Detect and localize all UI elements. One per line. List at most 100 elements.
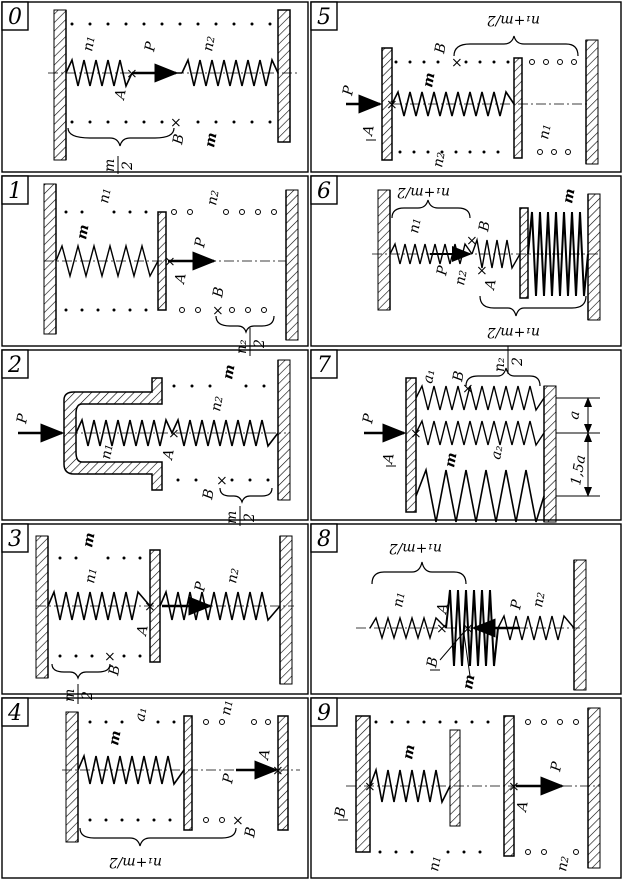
point-marker: × [168,426,180,442]
upper-open-dots [525,719,579,725]
point-marker: × [272,763,284,779]
label-n1: n1 [218,699,236,717]
brace [215,315,275,334]
label-m: m [442,451,460,468]
dimension-lines [556,397,600,497]
lower-dots [176,478,270,482]
left-wall [43,183,57,335]
label-m: m [420,71,438,88]
label-B: B [210,286,228,300]
point-marker: × [476,263,488,279]
spring [75,417,279,448]
panel-8: P × A × B m n1 n2 n₁+m/2 [356,540,587,691]
brace [371,561,467,585]
label-n1-plus-m2: n₁+m/2 [109,854,162,870]
label-A: A [172,272,190,287]
panel-number: 9 [317,701,331,726]
lower-dots [398,150,500,154]
panel-number: 5 [317,5,331,30]
label-A: A [256,748,274,763]
label-A: A [160,448,178,463]
label-P: P [14,412,32,426]
right-plate [513,57,523,159]
spring-m-heavy [415,467,545,523]
panel-number: 2 [7,353,22,378]
upper-open-dots [529,59,577,65]
label-B: B [450,370,468,384]
label-P: P [508,598,526,612]
label-n1: n1 [82,567,100,585]
brace-lower [479,295,587,317]
label-n1: n1 [98,443,116,461]
right-wall [585,39,599,165]
panel-9: P × A × B m n1 n2 [332,707,601,873]
label-P: P [434,264,452,278]
point-marker: × [451,55,463,71]
upper-dots [374,720,490,724]
label-B: B [424,656,442,670]
label-n1: n1 [390,591,408,609]
label-n2: n2 [200,35,218,53]
point-marker: × [232,813,244,829]
label-n1: n1 [406,217,424,235]
right-wall [277,359,291,501]
upper-dots [64,210,148,214]
label-P: P [548,760,566,774]
lower-open-dots [203,817,225,823]
spring-n2 [159,589,281,622]
right-wall [587,193,601,321]
right-wall [543,385,557,523]
panel-number: 4 [7,701,22,726]
fraction-m-over-2: m 2 [62,684,96,704]
label-P: P [192,236,210,250]
brace [79,827,237,847]
panel-numbers: 0 5 1 6 2 7 3 8 4 9 [7,5,331,726]
left-wall [35,535,49,679]
left-wall [65,711,79,843]
dimension-1-5a: 1,5a [568,454,589,487]
plate [183,715,193,831]
label-B: B [106,664,124,678]
label-P: P [360,412,378,426]
upper-dots [172,384,266,388]
label-m: m [80,531,98,548]
spring-n2 [497,613,575,641]
left-plate [405,377,417,513]
point-marker: × [212,303,224,319]
label-B: B [242,826,260,840]
lower-dots [58,654,142,658]
label-n2: n2 [208,395,226,413]
spring [55,243,159,279]
label-B: B [200,488,218,502]
point-marker: × [104,649,116,665]
panel-0: × A P n1 n2 × B m m 2 [48,9,300,174]
left-wall [53,9,67,161]
label-n2: n2 [452,269,470,287]
lower-open-dots [525,849,579,855]
fraction-m-over-2: m 2 [224,506,258,526]
label-a1: a₁ [132,706,150,723]
panel-6: P × B × A n1 n2 m n₁+m/2 n₁+m/2 [372,184,601,340]
panel-number-boxes [1,1,338,727]
upper-dots [394,60,510,64]
panel-number: 1 [8,179,22,204]
spring [369,767,451,805]
panel-3: P × A n1 n2 m × B m 2 [35,531,294,704]
label-m: m [74,223,92,240]
brace [67,127,175,147]
label-n1-plus-m2-upper: n₁+m/2 [397,184,450,200]
label-n1: n1 [426,855,444,873]
brace [219,487,273,504]
spring-n1 [369,615,447,641]
middle-wall [449,729,461,827]
spring [77,753,185,786]
label-B: B [332,806,350,820]
fraction-m-over-2: m 2 [102,156,136,174]
upper-dots [88,720,176,724]
lower-dots [88,818,172,822]
panel-number: 0 [8,5,22,30]
label-n2: n2 [430,151,448,169]
spring-center [415,418,545,447]
label-a1: a₁ [420,368,438,385]
brace-upper [391,199,471,219]
